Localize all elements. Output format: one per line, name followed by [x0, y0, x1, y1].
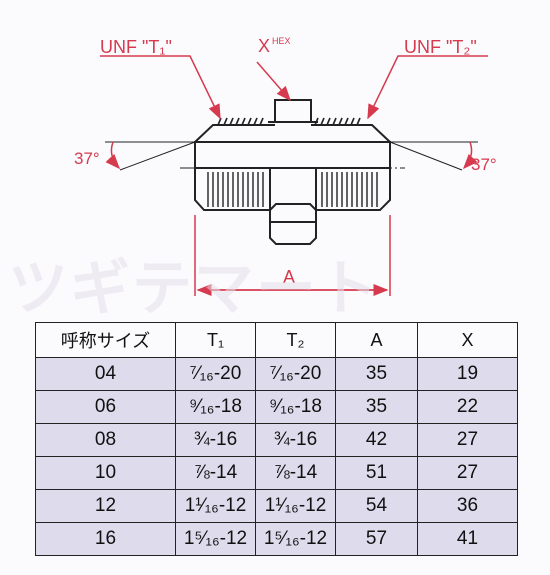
cell-t1: 1⁵⁄₁₆-12	[175, 522, 256, 556]
cell-size: 16	[35, 522, 176, 556]
angle-arc-left	[105, 141, 121, 170]
header-size: 呼称サイズ	[35, 322, 176, 358]
cell-a: 35	[335, 390, 418, 424]
thread-bottom	[207, 172, 378, 207]
spec-table: 呼称サイズ T₁ T₂ A X 04 ⁷⁄₁₆-20 ⁷⁄₁₆-20 35 19…	[35, 322, 518, 556]
cell-a: 42	[335, 423, 418, 457]
cell-t1: ¾-16	[175, 423, 256, 457]
cell-size: 08	[35, 423, 176, 457]
hex-nut-top	[268, 99, 318, 123]
cell-t2: ¾-16	[255, 423, 336, 457]
table-row: 12 1¹⁄₁₆-12 1¹⁄₁₆-12 54 36	[35, 489, 518, 523]
cell-t1: ⁷⁄₁₆-20	[175, 357, 256, 391]
label-hex-sup: HEX	[272, 36, 291, 46]
angle-extension-lines	[105, 141, 478, 171]
table-row: 06 ⁹⁄₁₆-18 ⁹⁄₁₆-18 35 22	[35, 390, 518, 424]
header-t2: T₂	[255, 322, 336, 358]
cell-size: 10	[35, 456, 176, 490]
cell-size: 04	[35, 357, 176, 391]
header-a: A	[335, 322, 418, 358]
table-header-row: 呼称サイズ T₁ T₂ A X	[35, 322, 518, 358]
cell-a: 54	[335, 489, 418, 523]
cell-t1: 1¹⁄₁₆-12	[175, 489, 256, 523]
cell-a: 57	[335, 522, 418, 556]
cell-a: 51	[335, 456, 418, 490]
label-angle-right: 37°	[471, 155, 497, 174]
angle-arc-right	[462, 141, 478, 170]
cell-t2: 1¹⁄₁₆-12	[255, 489, 336, 523]
header-x: X	[417, 322, 518, 358]
thread-top	[217, 117, 361, 126]
label-dim-a: A	[283, 267, 295, 287]
cell-t1: ⁹⁄₁₆-18	[175, 390, 256, 424]
cell-x: 19	[417, 357, 518, 391]
cell-t2: ⁹⁄₁₆-18	[255, 390, 336, 424]
cell-size: 06	[35, 390, 176, 424]
hex-nut-bottom	[269, 203, 317, 245]
label-unf-t2: UNF "T₂"	[404, 37, 477, 57]
cell-a: 35	[335, 357, 418, 391]
table-row: 08 ¾-16 ¾-16 42 27	[35, 423, 518, 457]
leader-lines	[100, 55, 488, 120]
label-hex-x: X	[258, 36, 270, 56]
cell-t2: ⁷⁄₁₆-20	[255, 357, 336, 391]
fitting-drawing: UNF "T₁" X HEX UNF "T₂" 37° 37° A	[74, 36, 497, 296]
header-t1: T₁	[175, 322, 256, 358]
label-angle-left: 37°	[74, 149, 100, 168]
cell-x: 41	[417, 522, 518, 556]
label-unf-t1: UNF "T₁"	[100, 37, 172, 57]
cell-x: 22	[417, 390, 518, 424]
table-row: 04 ⁷⁄₁₆-20 ⁷⁄₁₆-20 35 19	[35, 357, 518, 391]
cell-t2: ⅞-14	[255, 456, 336, 490]
dimension-a	[194, 215, 391, 296]
cell-x: 27	[417, 456, 518, 490]
cell-x: 36	[417, 489, 518, 523]
table-row: 10 ⅞-14 ⅞-14 51 27	[35, 456, 518, 490]
cell-x: 27	[417, 423, 518, 457]
cell-t1: ⅞-14	[175, 456, 256, 490]
cell-size: 12	[35, 489, 176, 523]
table-row: 16 1⁵⁄₁₆-12 1⁵⁄₁₆-12 57 41	[35, 522, 518, 556]
cell-t2: 1⁵⁄₁₆-12	[255, 522, 336, 556]
